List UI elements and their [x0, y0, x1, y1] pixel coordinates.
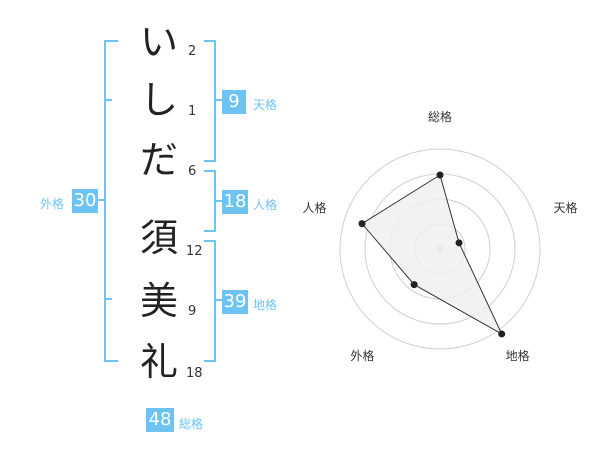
radar-point-2	[455, 239, 463, 247]
tenkaku-label: 天格	[253, 98, 278, 112]
chikaku-value-badge: 39	[222, 290, 248, 314]
stroke-count-4: 12	[186, 244, 203, 259]
tenkaku-bracket	[204, 40, 216, 162]
radar-axis-label-1: 総格	[428, 109, 452, 124]
radar-point-3	[498, 330, 506, 338]
radar-point-4	[410, 281, 418, 289]
stroke-count-5: 9	[188, 304, 197, 319]
radar-point-1	[436, 171, 444, 179]
stroke-count-1: 2	[188, 44, 197, 59]
gaikaku-label: 外格	[40, 197, 65, 211]
radar-axis-label-3: 地格	[506, 348, 530, 363]
radar-axis-label-5: 人格	[302, 200, 326, 215]
name-char-5: 美	[139, 279, 178, 323]
gaikaku-divider-2	[104, 298, 112, 300]
name-char-1: い	[139, 20, 178, 64]
radar-point-5	[358, 220, 366, 228]
stroke-count-3: 6	[188, 164, 197, 179]
name-char-4: 須	[139, 216, 178, 260]
stroke-count-6: 18	[186, 366, 203, 381]
gaikaku-bracket	[104, 40, 118, 362]
name-char-3: だ	[139, 138, 178, 182]
radar-series-polygon	[361, 174, 503, 336]
jinkaku-value-badge: 18	[222, 190, 248, 214]
chikaku-label: 地格	[253, 298, 278, 312]
soukaku-value-badge: 48	[146, 408, 174, 432]
chikaku-tick	[214, 299, 222, 301]
jinkaku-tick	[214, 200, 222, 202]
soukaku-label: 総格	[179, 417, 204, 431]
gaikaku-value-badge: 30	[72, 189, 98, 213]
chikaku-bracket	[204, 240, 216, 362]
stroke-count-2: 1	[188, 104, 197, 119]
radar-ring-4	[339, 148, 541, 350]
jinkaku-label: 人格	[253, 198, 278, 212]
name-char-6: 礼	[139, 340, 178, 384]
gaikaku-divider-1	[104, 99, 112, 101]
name-char-2: し	[139, 78, 178, 122]
radar-axis-label-2: 天格	[554, 200, 578, 215]
tenkaku-value-badge: 9	[222, 90, 246, 114]
gaikaku-tick	[98, 199, 105, 201]
radar-axis-label-4: 外格	[350, 348, 374, 363]
tenkaku-tick	[214, 99, 222, 101]
